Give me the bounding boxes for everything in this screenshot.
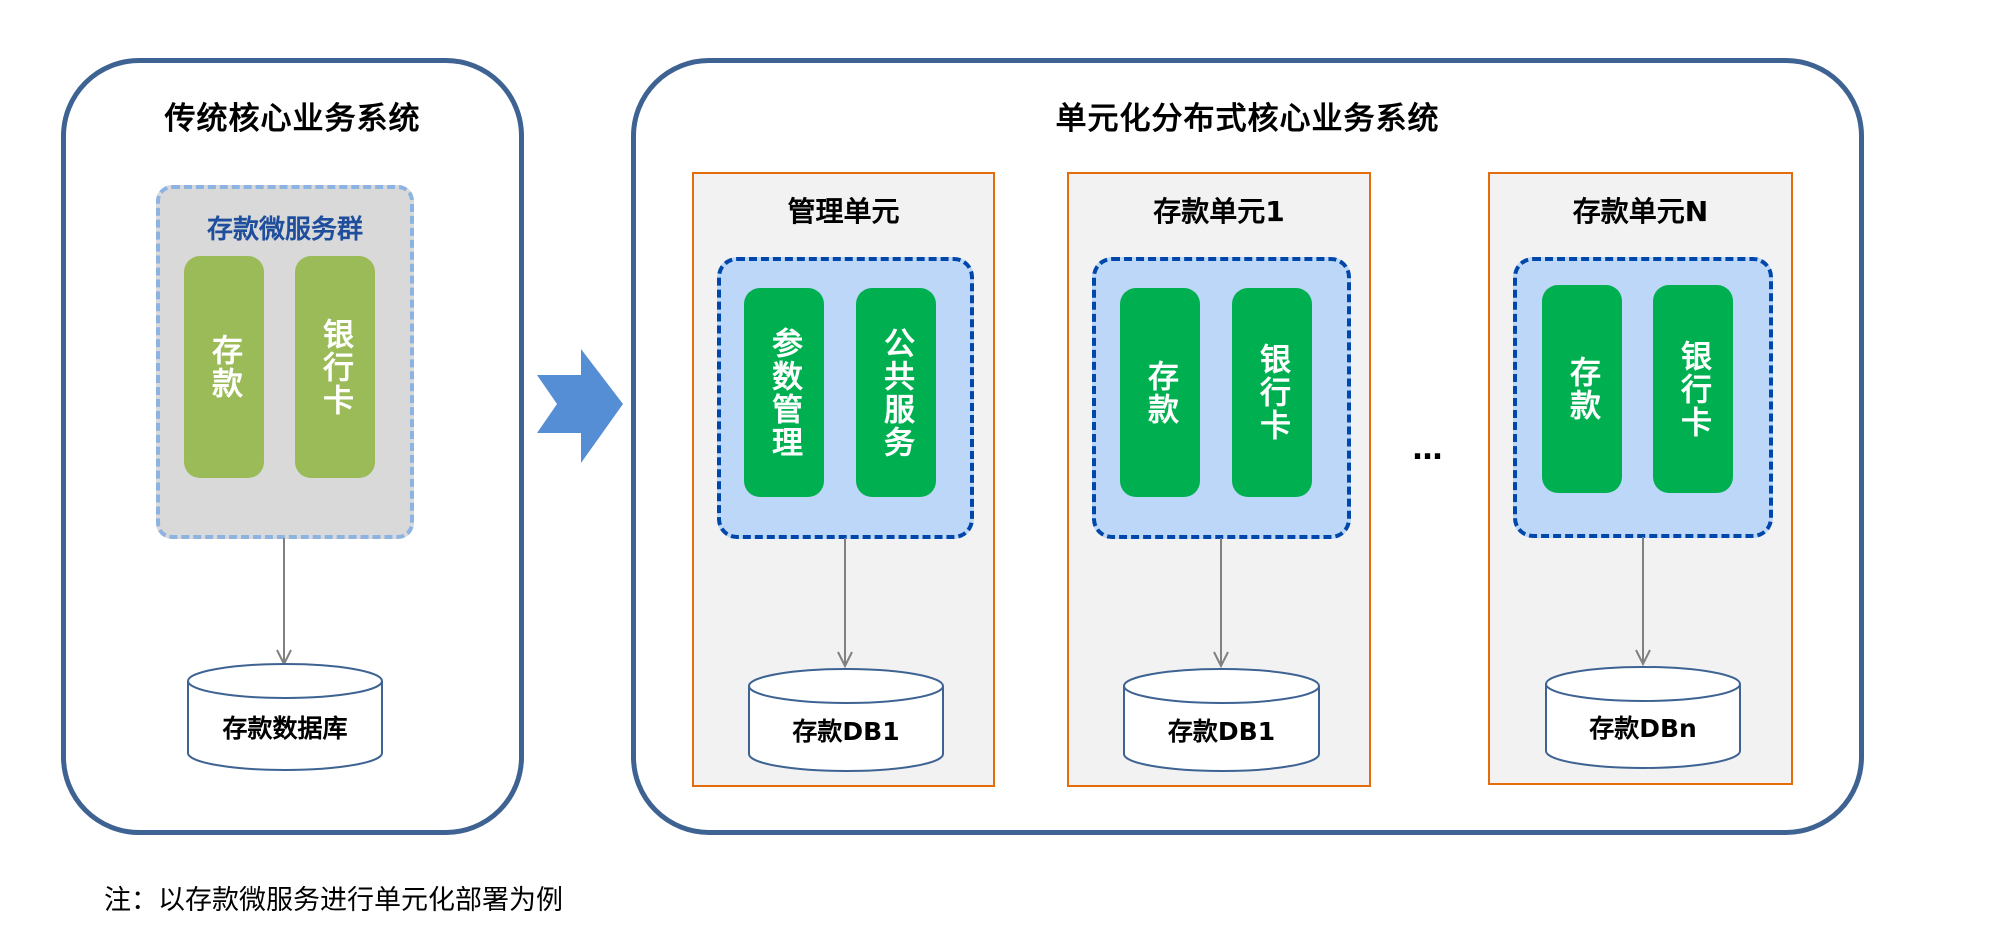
service-bank-card: 银行卡 (1653, 285, 1733, 493)
service-label: 银行卡 (1254, 343, 1290, 442)
database-cylinder: 存款DB1 (1123, 668, 1320, 772)
service-label: 银行卡 (317, 317, 353, 417)
service-label: 存款 (206, 334, 242, 400)
service-label: 存款 (1142, 359, 1178, 426)
database-cylinder: 存款DB1 (748, 668, 944, 772)
database-icon (748, 668, 944, 772)
service-label: 存款 (1564, 356, 1600, 422)
chevron-right-arrow-icon (537, 349, 623, 463)
unit-title: 存款单元N (1572, 195, 1709, 228)
connector-arrow (837, 538, 853, 669)
database-icon (187, 663, 383, 771)
service-parameter-management: 参数管理 (744, 288, 824, 497)
connector-arrow (1635, 537, 1651, 667)
traditional-system-title: 传统核心业务系统 (164, 101, 421, 137)
service-deposit: 存款 (1120, 288, 1200, 497)
database-label: 存款数据库 (222, 714, 348, 743)
service-deposit: 存款 (1542, 285, 1622, 493)
database-cylinder: 存款数据库 (187, 663, 383, 771)
more-units-ellipsis: … (1412, 432, 1444, 467)
service-public-services: 公共服务 (856, 288, 936, 497)
unit-title: 管理单元 (787, 195, 900, 228)
database-icon (1545, 666, 1741, 769)
service-label: 公共服务 (878, 326, 914, 459)
service-deposit: 存款 (184, 256, 264, 478)
database-label: 存款DB1 (1167, 717, 1276, 746)
service-label: 参数管理 (766, 326, 802, 459)
connector-arrow (276, 538, 292, 667)
service-bank-card: 银行卡 (295, 256, 375, 478)
database-icon (1123, 668, 1320, 772)
distributed-system-title: 单元化分布式核心业务系统 (1055, 101, 1440, 137)
service-bank-card: 银行卡 (1232, 288, 1312, 497)
unit-title: 存款单元1 (1153, 195, 1285, 228)
database-label: 存款DB1 (792, 717, 900, 746)
footnote: 注：以存款微服务进行单元化部署为例 (104, 885, 563, 916)
connector-arrow (1213, 538, 1229, 669)
microservice-group-title: 存款微服务群 (206, 215, 363, 245)
service-label: 银行卡 (1675, 339, 1711, 439)
database-cylinder: 存款DBn (1545, 666, 1741, 769)
database-label: 存款DBn (1589, 714, 1697, 743)
